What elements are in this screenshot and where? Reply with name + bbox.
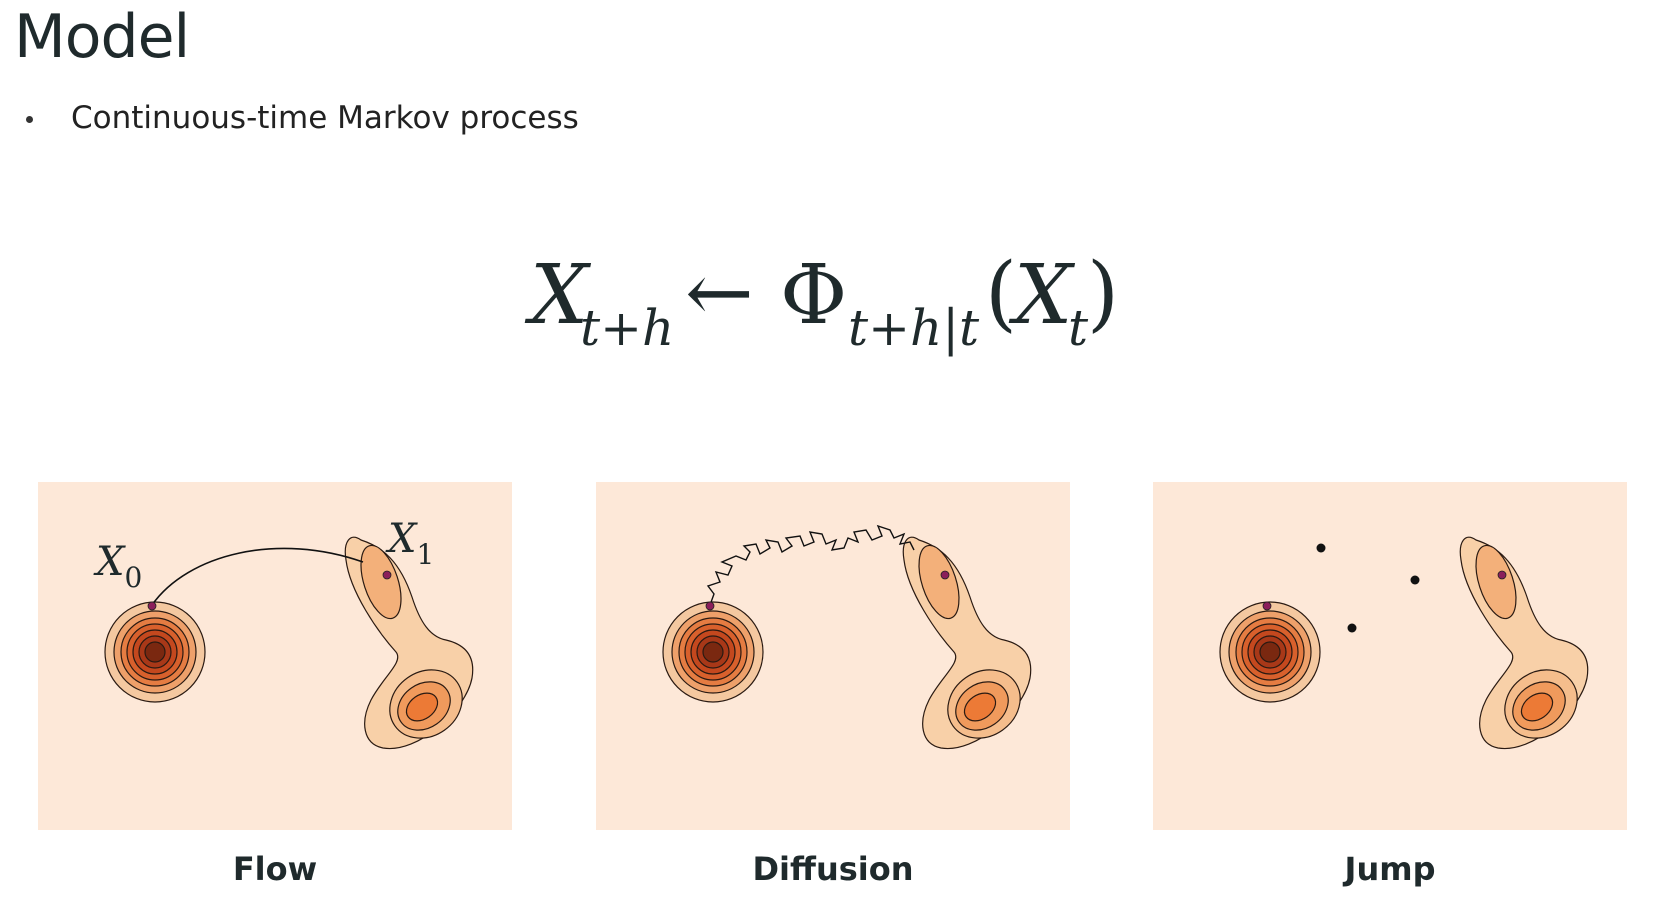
jump-point bbox=[1347, 623, 1357, 633]
target-density bbox=[1459, 536, 1589, 750]
x1-label: X1 bbox=[385, 516, 434, 571]
bullet-dot-icon bbox=[26, 116, 33, 123]
jump-diagram bbox=[1219, 536, 1589, 750]
end-point bbox=[382, 570, 392, 580]
jump-caption: Jump bbox=[1344, 850, 1436, 888]
eq-arg-symbol: X bbox=[1014, 248, 1073, 343]
start-point bbox=[1262, 601, 1272, 611]
eq-operator-symbol: Φ bbox=[780, 248, 848, 343]
eq-lhs-subscript: t+h bbox=[580, 299, 675, 357]
diffusion-caption: Diffusion bbox=[752, 850, 914, 888]
eq-close-paren: ) bbox=[1087, 246, 1119, 341]
diffusion-path bbox=[706, 524, 915, 606]
source-density bbox=[104, 601, 206, 703]
jump-point bbox=[1316, 543, 1326, 553]
flow-path bbox=[151, 547, 364, 606]
eq-arrow: ← bbox=[685, 246, 754, 341]
jump-panel bbox=[1153, 482, 1627, 830]
x0-label: X0 bbox=[93, 539, 142, 594]
flow-panel: X0 X1 bbox=[38, 482, 512, 830]
target-density bbox=[344, 536, 474, 750]
source-density bbox=[662, 601, 764, 703]
flow-diagram: X0 X1 bbox=[93, 516, 474, 750]
diffusion-diagram bbox=[662, 524, 1032, 750]
start-point bbox=[705, 601, 715, 611]
eq-lhs-symbol: X bbox=[530, 248, 589, 343]
jump-point bbox=[1410, 575, 1420, 585]
start-point bbox=[147, 601, 157, 611]
eq-open-paren: ( bbox=[985, 246, 1017, 341]
eq-arg-subscript: t bbox=[1068, 299, 1089, 357]
eq-operator-subscript: t+h|t bbox=[848, 299, 980, 357]
source-density bbox=[1219, 601, 1321, 703]
diffusion-panel bbox=[596, 482, 1070, 830]
target-density bbox=[902, 536, 1032, 750]
bullet-text: Continuous-time Markov process bbox=[71, 100, 579, 136]
end-point bbox=[940, 570, 950, 580]
page-title: Model bbox=[14, 2, 190, 72]
flow-caption: Flow bbox=[232, 850, 318, 888]
markov-equation: X t+h ← Φ t+h|t ( X t ) bbox=[530, 246, 1150, 375]
end-point bbox=[1497, 570, 1507, 580]
